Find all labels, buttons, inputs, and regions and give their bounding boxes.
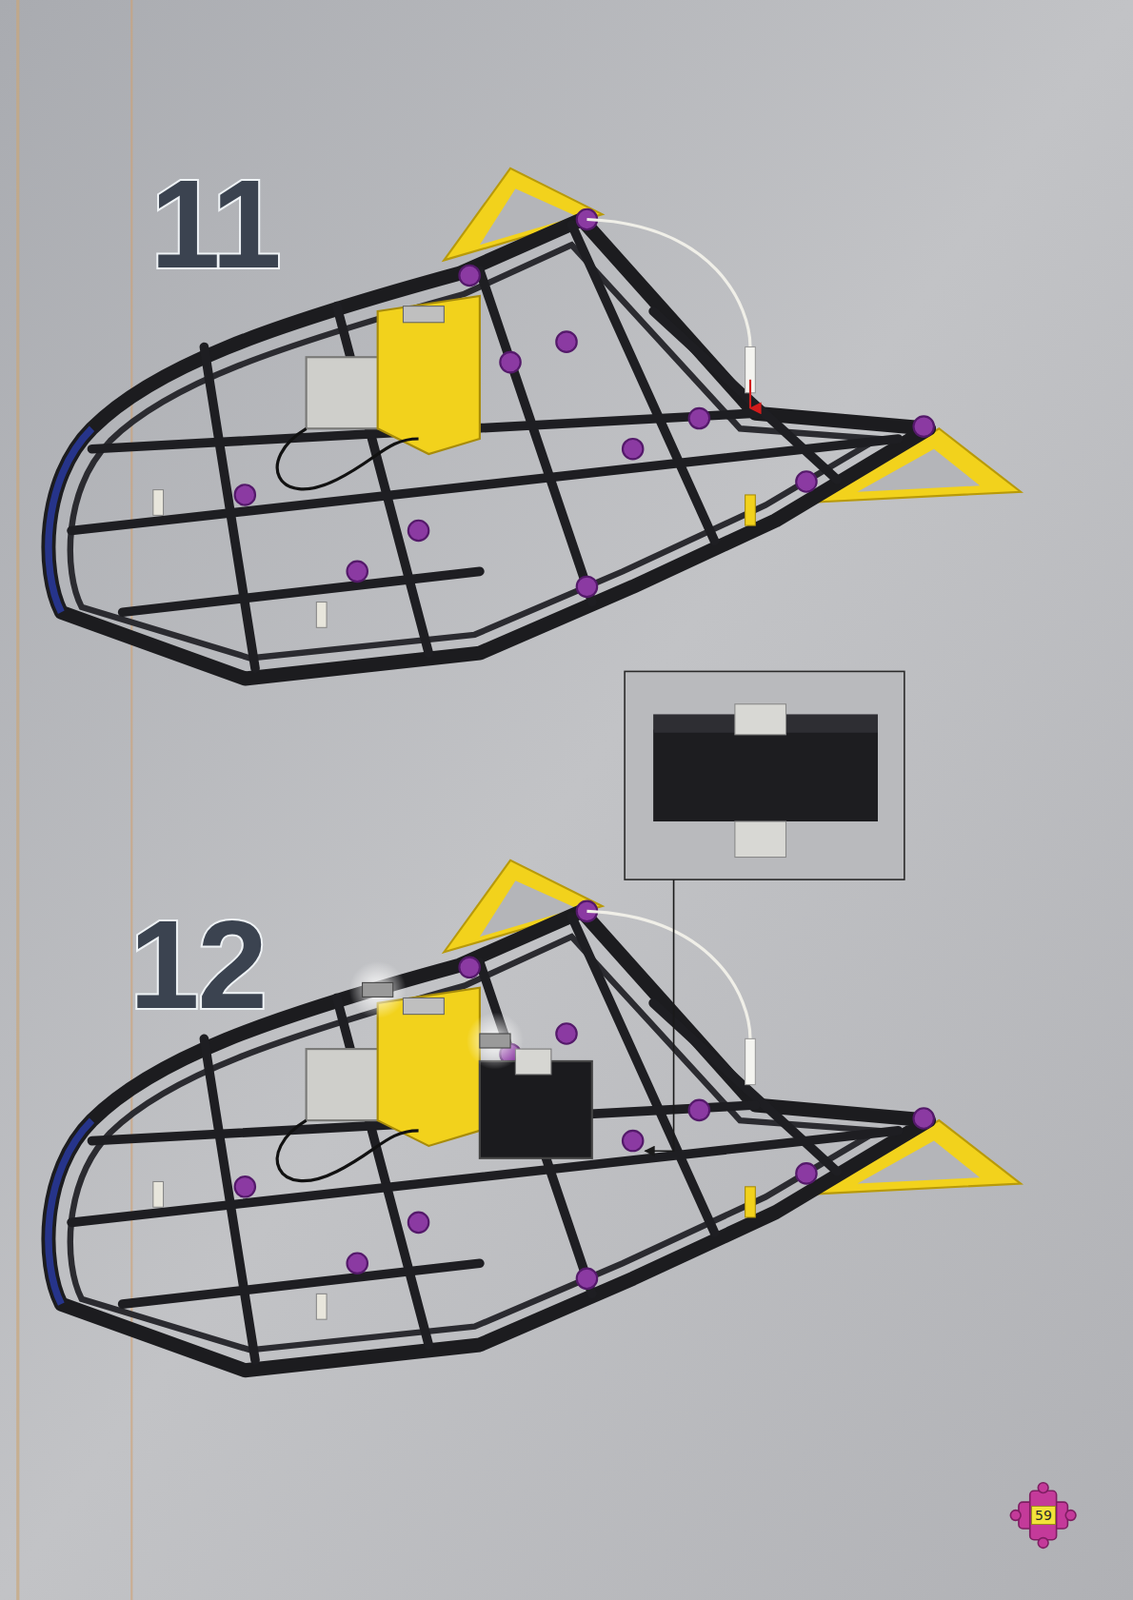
step-number: 11	[150, 161, 280, 288]
page-number: 59	[1031, 1506, 1056, 1526]
step-number: 12	[129, 902, 266, 1029]
